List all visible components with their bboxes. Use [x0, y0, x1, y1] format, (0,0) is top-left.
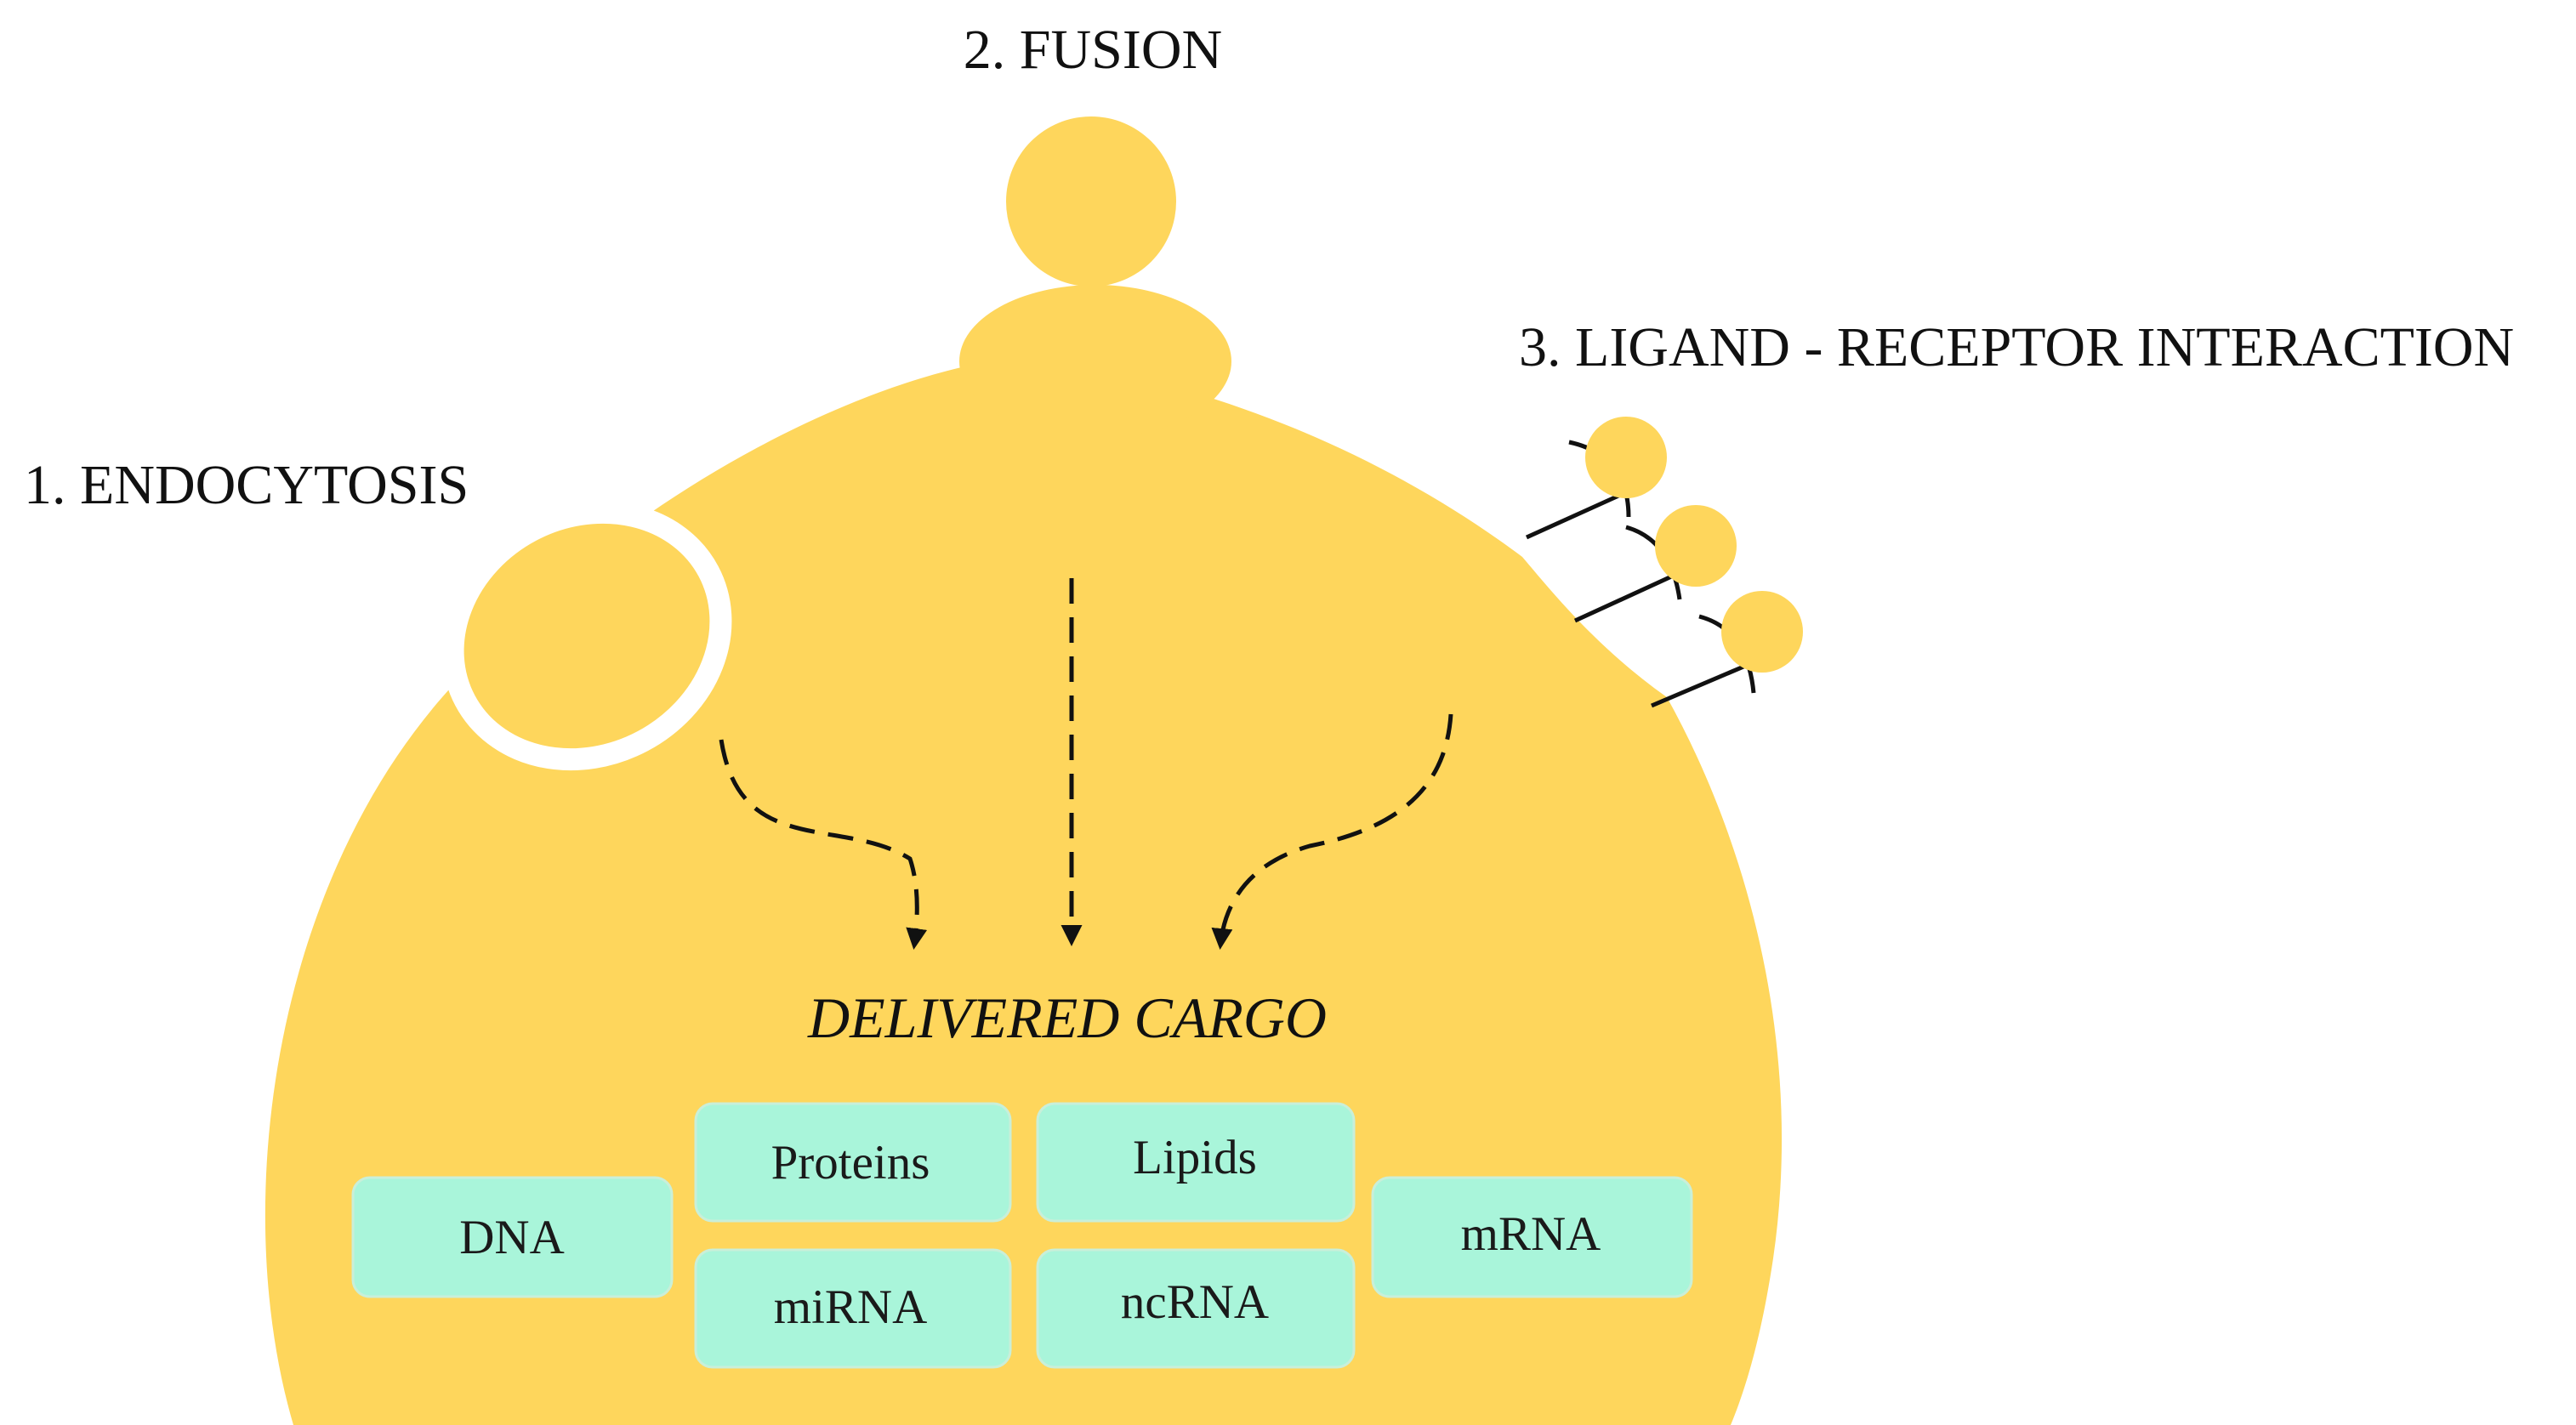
endocytosis-label: 1. ENDOCYTOSIS — [24, 454, 469, 516]
delivered-cargo-label: DELIVERED CARGO — [807, 985, 1327, 1050]
cargo-label-mrna: mRNA — [1461, 1207, 1601, 1261]
endocytosis-group: 1. ENDOCYTOSIS — [24, 454, 928, 950]
fusion-group: 2. FUSION — [964, 19, 1222, 946]
fusion-membrane-bulge — [959, 285, 1231, 438]
endosome-membrane — [441, 501, 732, 771]
cargo-label-dna: DNA — [459, 1211, 565, 1264]
delivered-cargo-group: DELIVERED CARGO DNA Proteins Lipids miRN… — [351, 985, 1693, 1369]
cargo-box-dna: DNA — [351, 1176, 674, 1298]
ligand-vesicle-3 — [1721, 591, 1803, 673]
cargo-box-ncrna: ncRNA — [1036, 1248, 1356, 1369]
ligand-receptor-label: 3. LIGAND - RECEPTOR INTERACTION — [1519, 316, 2514, 378]
cargo-label-ncrna: ncRNA — [1121, 1275, 1269, 1329]
cargo-label-proteins: Proteins — [771, 1136, 930, 1189]
ligand-vesicle-2 — [1655, 505, 1737, 587]
fusing-vesicle — [1006, 116, 1176, 287]
cargo-box-mrna: mRNA — [1371, 1176, 1693, 1298]
cargo-box-lipids: Lipids — [1036, 1102, 1356, 1223]
cargo-box-proteins: Proteins — [694, 1102, 1012, 1223]
ligand-receptor-group: 3. LIGAND - RECEPTOR INTERACTION — [1211, 316, 2514, 950]
fusion-label: 2. FUSION — [964, 19, 1222, 81]
ligand-receptor-arrow — [1211, 713, 1453, 950]
endocytosis-arrow — [719, 739, 928, 950]
cargo-label-mirna: miRNA — [774, 1280, 928, 1334]
ligand-vesicle-1 — [1585, 417, 1667, 498]
cargo-box-mirna: miRNA — [694, 1248, 1012, 1369]
cargo-label-lipids: Lipids — [1133, 1131, 1257, 1184]
